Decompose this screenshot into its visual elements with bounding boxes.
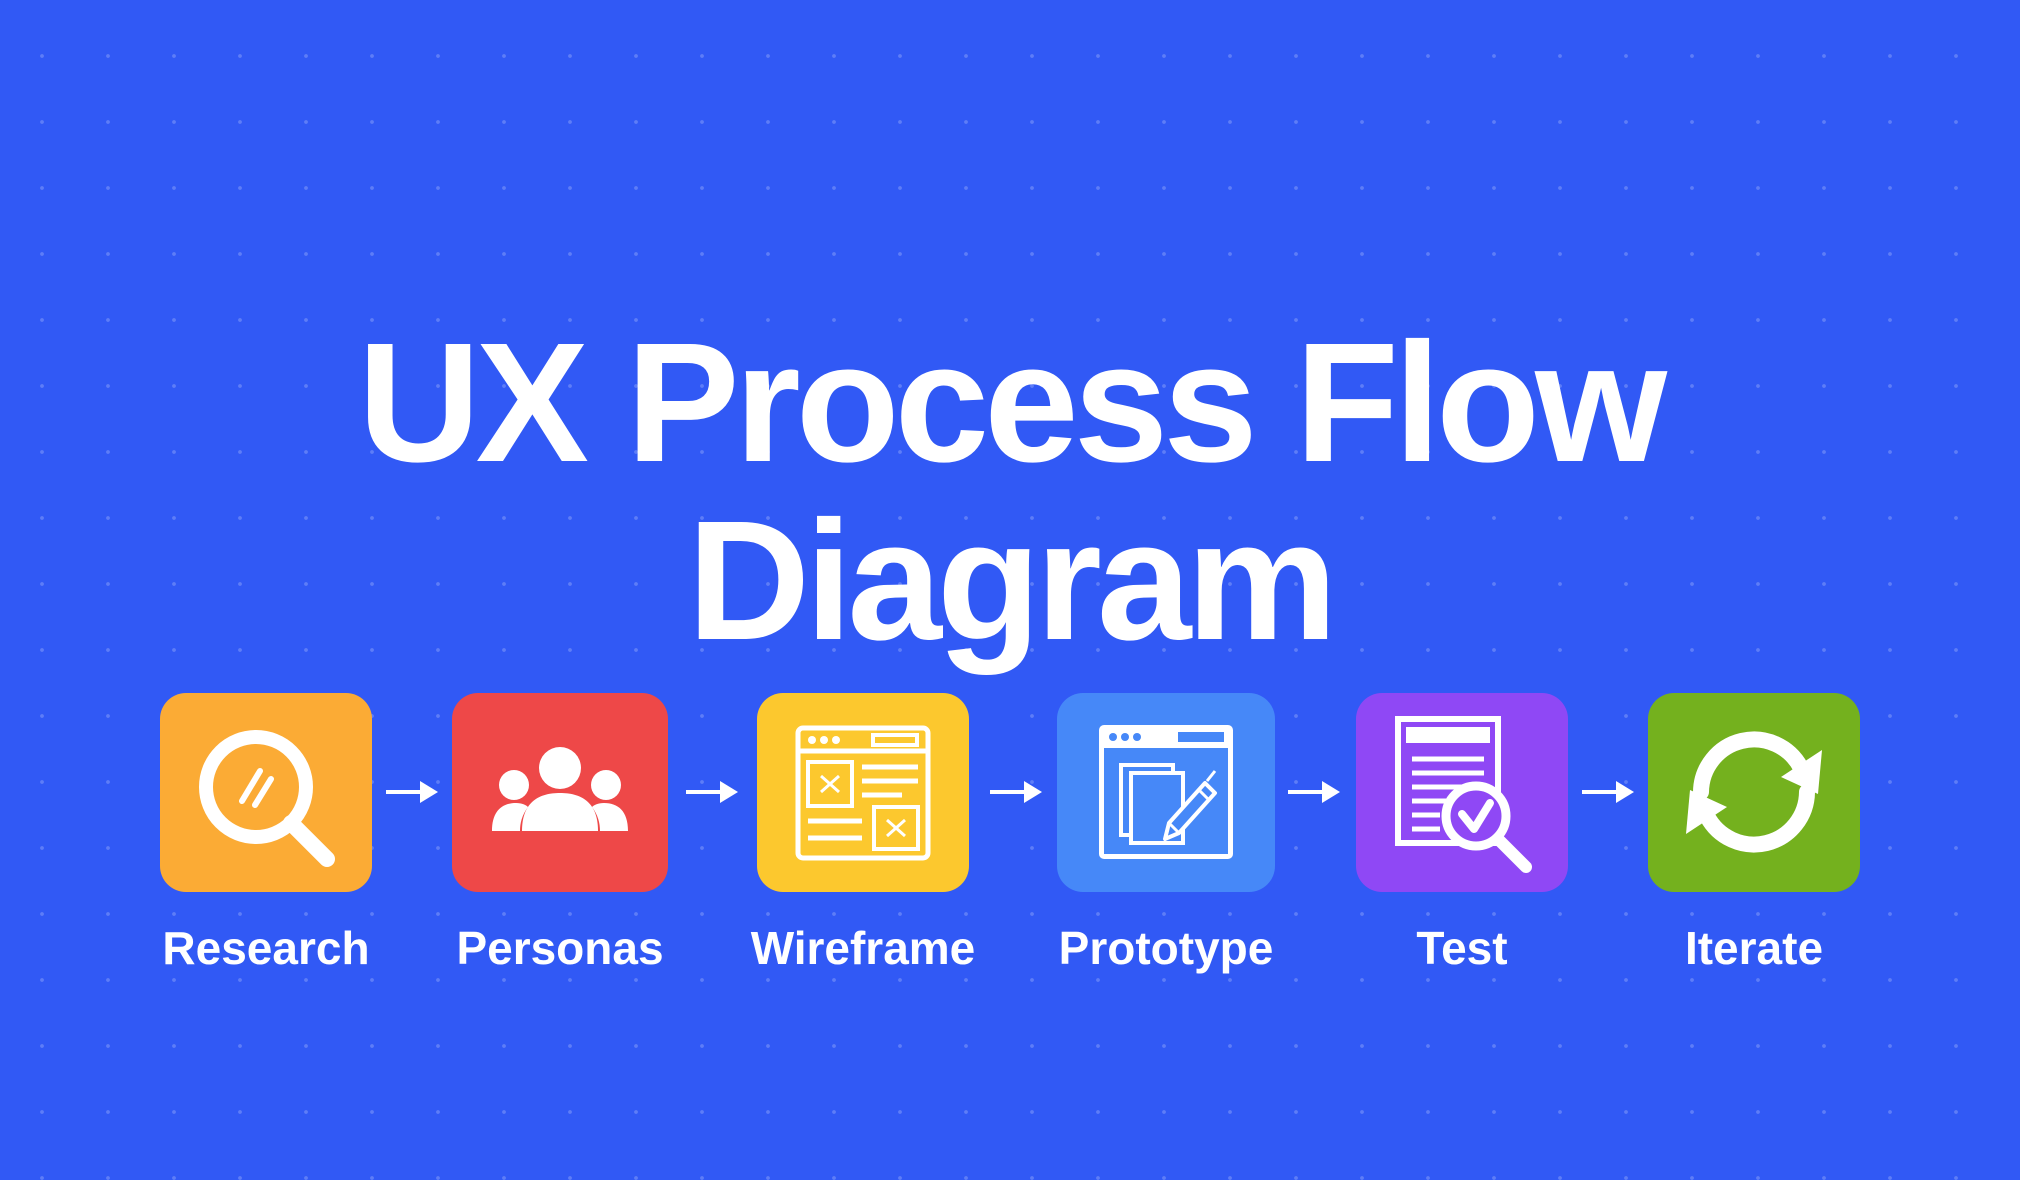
arrow-right-icon: [384, 777, 440, 807]
step-tile-wireframe: [757, 693, 969, 892]
step-label-research: Research: [162, 922, 370, 974]
step-tile-prototype: [1057, 693, 1275, 892]
prototype-pencil-icon: [1099, 725, 1233, 859]
step-label-prototype: Prototype: [1058, 922, 1274, 974]
wireframe-layout-icon: [795, 725, 931, 861]
step-label-test: Test: [1416, 922, 1508, 974]
step-label-personas: Personas: [456, 922, 664, 974]
step-tile-personas: [452, 693, 668, 892]
step-tile-test: [1356, 693, 1568, 892]
users-group-icon: [492, 747, 628, 831]
arrow-right-icon: [684, 777, 740, 807]
step-label-iterate: Iterate: [1684, 922, 1824, 974]
refresh-cycle-icon: [1686, 731, 1822, 853]
arrow-right-icon: [1286, 777, 1342, 807]
title-line-1: UX Process Flow: [357, 307, 1667, 498]
arrow-right-icon: [988, 777, 1044, 807]
magnifier-icon: [199, 730, 335, 867]
document-check-icon: [1395, 716, 1532, 873]
step-label-wireframe: Wireframe: [750, 922, 976, 974]
page-title: UX Process Flow Diagram: [0, 314, 2020, 670]
step-tile-iterate: [1648, 693, 1860, 892]
arrow-right-icon: [1580, 777, 1636, 807]
title-line-2: Diagram: [687, 485, 1337, 676]
step-tile-research: [160, 693, 372, 892]
